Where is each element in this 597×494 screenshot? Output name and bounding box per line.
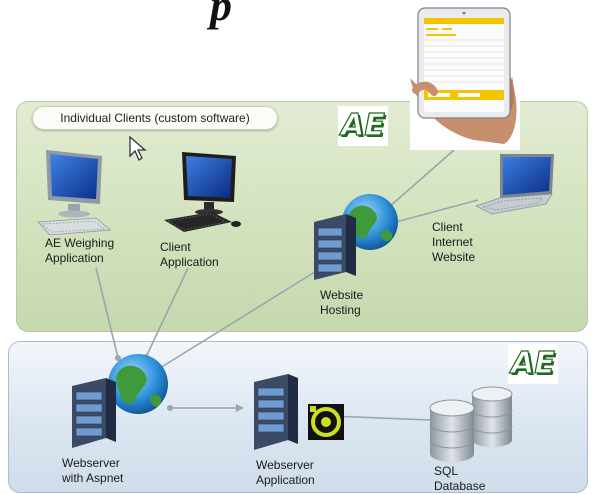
app-badge-icon: [308, 404, 344, 440]
desktop-computer-icon: [37, 150, 111, 236]
connector-hosting-to-laptop: [395, 199, 479, 223]
connector-hosting-to-tablet: [387, 149, 455, 209]
clients-group-label: Individual Clients (custom software): [32, 106, 278, 130]
ae-logo: AE: [508, 344, 558, 384]
connector-webapp-to-db: [329, 415, 431, 421]
heading-fragment: p: [210, 0, 232, 30]
connector-client-to-aspnet: [145, 267, 189, 358]
ae-logo: AE: [338, 106, 388, 146]
server-icon: [72, 354, 168, 448]
tablet-icon: [410, 7, 517, 144]
globe-icon: [108, 354, 168, 414]
server-icon: [254, 374, 344, 450]
laptop-icon: [474, 154, 554, 215]
connector-weighing-to-aspnet: [95, 267, 119, 359]
mouse-cursor-icon: [129, 136, 147, 161]
connector-aspnet-to-hosting: [159, 269, 319, 369]
server-icon: [314, 194, 398, 280]
desktop-computer-icon: [164, 152, 241, 232]
database-icon: [429, 386, 513, 462]
